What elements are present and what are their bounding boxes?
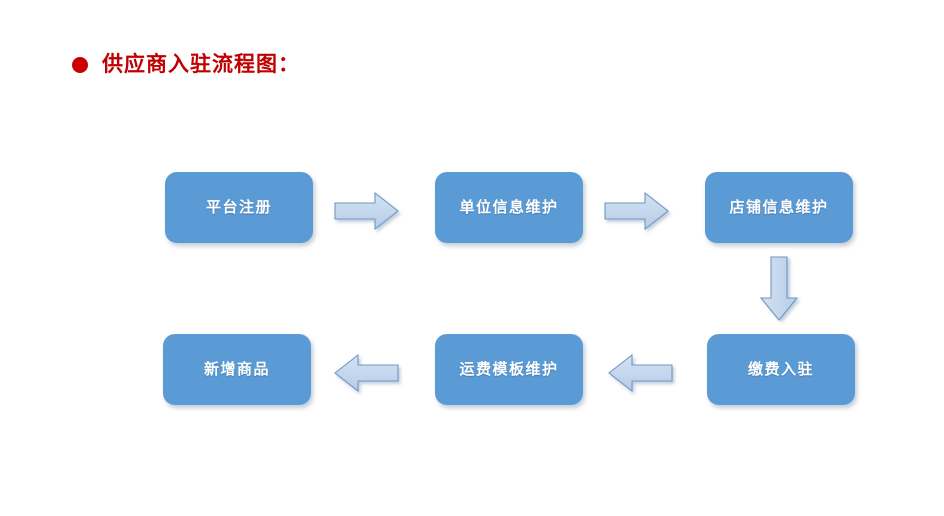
flow-node-store-info-maintenance[interactable]: 店铺信息维护: [705, 172, 853, 243]
flow-node-label: 缴费入驻: [747, 361, 814, 378]
arrow-left-icon-n4-n5: [608, 353, 674, 393]
flow-node-payment-entry[interactable]: 缴费入驻: [707, 334, 855, 405]
page-title: 供应商入驻流程图：: [72, 54, 300, 75]
flow-node-label: 单位信息维护: [459, 199, 559, 216]
arrow-left-icon-n5-n6: [334, 353, 400, 393]
page-title-text: 供应商入驻流程图：: [102, 53, 300, 76]
flow-node-label: 运费模板维护: [459, 361, 559, 378]
flow-node-platform-registration[interactable]: 平台注册: [165, 172, 313, 243]
flow-node-label: 新增商品: [203, 361, 270, 378]
flow-node-label: 平台注册: [205, 199, 272, 216]
arrow-down-icon-n3-n4: [759, 256, 800, 322]
bullet-dot-icon: [72, 56, 88, 73]
arrow-right-icon-n2-n3: [604, 191, 670, 231]
flow-node-shipping-template-maintenance[interactable]: 运费模板维护: [435, 334, 583, 405]
flow-node-label: 店铺信息维护: [729, 199, 829, 216]
arrow-right-icon-n1-n2: [334, 191, 400, 231]
flow-node-unit-info-maintenance[interactable]: 单位信息维护: [435, 172, 583, 243]
flow-node-add-product[interactable]: 新增商品: [163, 334, 311, 405]
